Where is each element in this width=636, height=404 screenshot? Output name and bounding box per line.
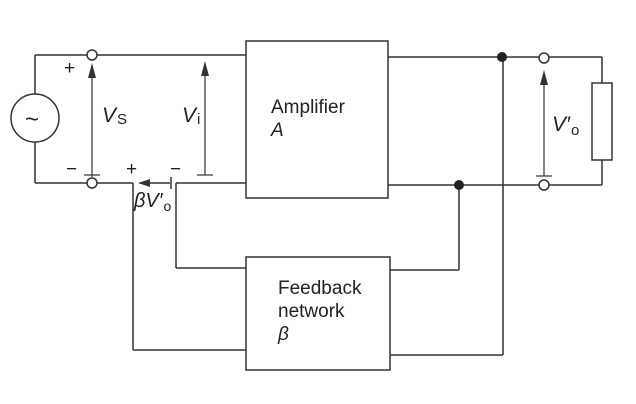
feedback-label-1: Feedback [278, 278, 362, 299]
junction-dot [454, 180, 464, 190]
arrow-icon [138, 179, 150, 187]
arrow-icon [540, 70, 548, 85]
vs-symbol: V [102, 104, 117, 127]
feedback-symbol: β [278, 324, 289, 345]
amplifier-box [245, 40, 389, 199]
vs-subscript: S [117, 111, 128, 128]
vi-label: Vi [182, 104, 200, 129]
feedback-voltage-label: βV′o [134, 190, 171, 214]
plus-sign: + [64, 58, 76, 79]
vi-subscript: i [197, 111, 201, 128]
vi-symbol: V [182, 104, 197, 127]
bvo-symbol: βV′ [134, 190, 163, 212]
plus-sign: + [126, 159, 138, 180]
junction-dot [497, 52, 507, 62]
load-resistor [591, 82, 613, 161]
feedback-box [245, 256, 391, 371]
minus-sign: − [170, 159, 182, 180]
output-terminal [538, 52, 550, 64]
arrow-icon [201, 61, 209, 76]
source-symbol: ~ [25, 106, 40, 133]
amplifier-label: Amplifier [271, 97, 345, 118]
input-terminal [86, 177, 98, 189]
vo-subscript: o [570, 122, 580, 139]
vo-symbol: V′ [552, 113, 570, 136]
vs-label: VS [102, 104, 127, 129]
feedback-label-2: network [278, 301, 345, 322]
input-terminal [86, 49, 98, 61]
vo-label: V′o [552, 113, 579, 140]
output-terminal [538, 179, 550, 191]
bvo-subscript: o [163, 198, 172, 214]
minus-sign: − [66, 159, 78, 180]
amplifier-symbol: A [271, 120, 284, 141]
arrow-icon [88, 63, 96, 78]
